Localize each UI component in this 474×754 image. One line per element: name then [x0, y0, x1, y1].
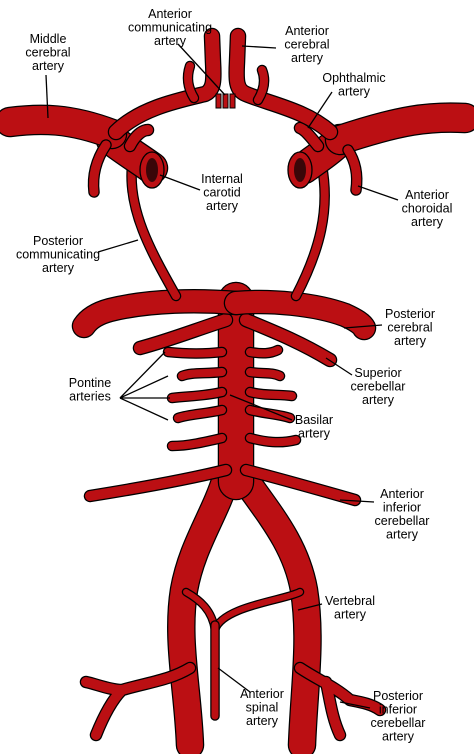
- right-carotid-cut-end: [288, 152, 312, 188]
- label-vertebral-line: Vertebral: [325, 594, 375, 608]
- label-anterior-cerebral-line: Anterior: [285, 24, 329, 38]
- label-posterior-inferior-cerebellar-line: cerebellar: [371, 716, 426, 730]
- label-posterior-cerebral-line: artery: [394, 334, 427, 348]
- label-anterior-choroidal-line: artery: [411, 215, 444, 229]
- label-anterior-inferior-cerebellar-line: cerebellar: [375, 514, 430, 528]
- right-acb-branch: [258, 70, 264, 100]
- right-middle-cerebral-artery: [340, 118, 465, 140]
- left-middle-cerebral-artery: [10, 120, 112, 134]
- label-posterior-cerebral-line: Posterior: [385, 307, 435, 321]
- left-anterior-cerebral-artery: [116, 36, 213, 132]
- label-anterior-communicating-line: communicating: [128, 21, 212, 35]
- lead-anterior-choroidal: [358, 186, 398, 200]
- left-aica: [90, 470, 226, 496]
- right-anterior-choroidal-artery: [348, 150, 357, 190]
- label-internal-carotid-line: Internal: [201, 172, 243, 186]
- label-posterior-communicating-line: Posterior: [33, 234, 83, 248]
- label-anterior-cerebral-line: artery: [291, 51, 324, 65]
- lead-pontine-2: [120, 376, 168, 398]
- label-middle-cerebral-line: Middle: [30, 32, 67, 46]
- label-anterior-spinal-line: Anterior: [240, 687, 284, 701]
- label-anterior-inferior-cerebellar-line: artery: [386, 528, 419, 542]
- anterior-communicating-artery: [216, 94, 235, 108]
- lead-pontine-4: [120, 398, 168, 420]
- label-anterior-spinal-line: artery: [246, 714, 279, 728]
- label-anterior-communicating-line: Anterior: [148, 7, 192, 21]
- label-internal-carotid-line: carotid: [203, 186, 241, 200]
- label-vertebral-line: artery: [334, 608, 367, 622]
- left-superior-cerebellar-artery: [140, 320, 226, 348]
- label-anterior-inferior-cerebellar-line: Anterior: [380, 487, 424, 501]
- label-middle-cerebral: Middlecerebralartery: [25, 32, 70, 73]
- label-ophthalmic: Ophthalmicartery: [322, 71, 385, 99]
- pontine-r5: [250, 350, 278, 353]
- label-superior-cerebellar-line: Superior: [354, 366, 401, 380]
- label-basilar-line: Basilar: [295, 413, 333, 427]
- label-ophthalmic-line: artery: [338, 85, 371, 99]
- label-anterior-inferior-cerebellar-line: inferior: [383, 501, 421, 515]
- label-posterior-cerebral-line: cerebral: [387, 321, 432, 335]
- label-pontine-line: Pontine: [69, 376, 111, 390]
- label-posterior-communicating-line: artery: [42, 261, 75, 275]
- label-ophthalmic-line: Ophthalmic: [322, 71, 385, 85]
- label-anterior-cerebral-line: cerebral: [284, 38, 329, 52]
- left-carotid-cut-end: [140, 152, 164, 188]
- label-anterior-choroidal-line: Anterior: [405, 188, 449, 202]
- label-pontine-line: arteries: [69, 390, 111, 404]
- anterior-spinal-artery-right-root: [215, 592, 300, 630]
- pontine-r3: [250, 392, 292, 396]
- label-anterior-choroidal-line: choroidal: [402, 202, 453, 216]
- label-posterior-communicating: Posteriorcommunicatingartery: [16, 234, 100, 275]
- label-superior-cerebellar-line: cerebellar: [351, 380, 406, 394]
- label-posterior-inferior-cerebellar-line: artery: [382, 730, 415, 744]
- left-anterior-choroidal-artery: [94, 145, 107, 192]
- pontine-l4: [182, 372, 222, 376]
- lead-internal-carotid: [160, 175, 200, 190]
- lead-posterior-communicating: [98, 240, 138, 252]
- pontine-l1: [172, 438, 222, 446]
- pontine-l5: [168, 352, 222, 354]
- label-middle-cerebral-line: cerebral: [25, 46, 70, 60]
- label-anterior-communicating-line: artery: [154, 34, 187, 48]
- label-posterior-inferior-cerebellar-line: inferior: [379, 703, 417, 717]
- label-posterior-communicating-line: communicating: [16, 248, 100, 262]
- label-basilar-line: artery: [298, 427, 331, 441]
- label-anterior-spinal-line: spinal: [246, 701, 279, 715]
- label-middle-cerebral-line: artery: [32, 59, 65, 73]
- label-posterior-inferior-cerebellar-line: Posterior: [373, 689, 423, 703]
- pontine-l3: [172, 392, 222, 398]
- left-acb-branch: [188, 66, 194, 98]
- pontine-r1: [250, 438, 296, 442]
- pontine-l2: [178, 410, 222, 418]
- lead-anterior-cerebral: [242, 46, 276, 48]
- label-internal-carotid-line: artery: [206, 199, 239, 213]
- lead-pontine-1: [120, 352, 165, 398]
- label-superior-cerebellar-line: artery: [362, 393, 395, 407]
- pontine-r4: [250, 372, 280, 376]
